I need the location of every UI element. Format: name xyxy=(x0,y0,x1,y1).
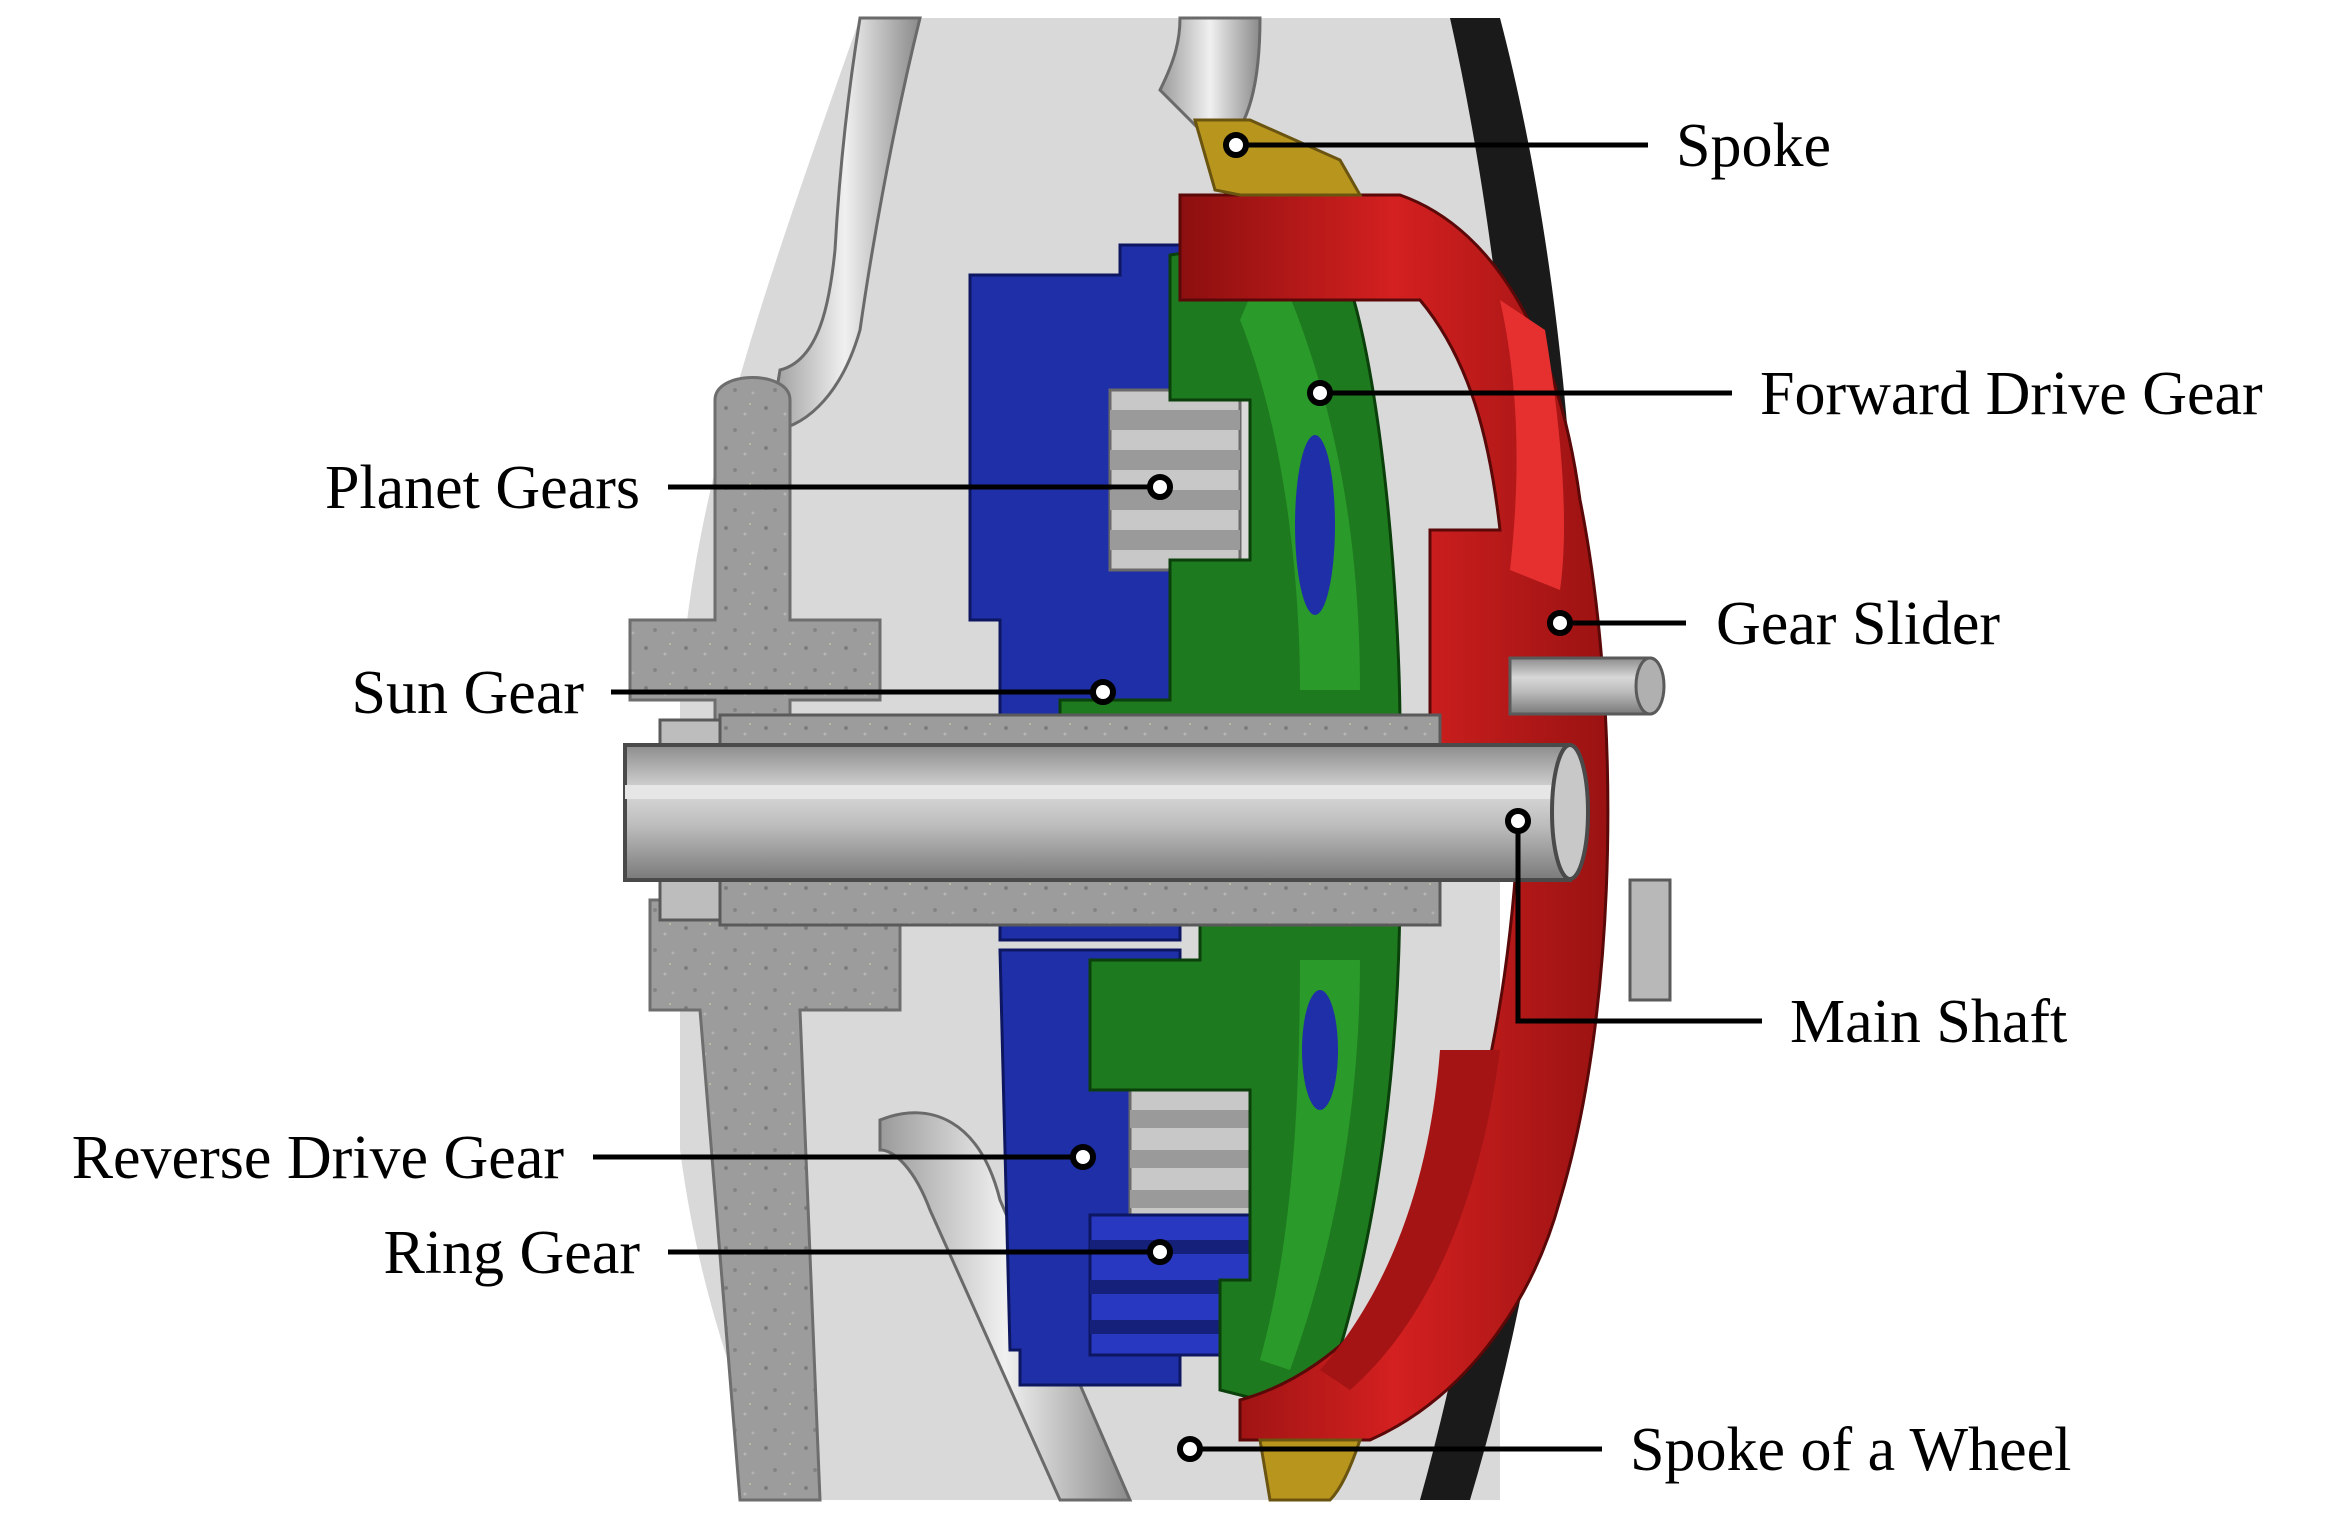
gold-spoke-bottom xyxy=(1258,1438,1363,1502)
slider-pin xyxy=(1508,656,1666,716)
label-ring-gear: Ring Gear xyxy=(383,1219,640,1287)
marker-dot xyxy=(1505,808,1531,834)
marker-dot xyxy=(1147,474,1173,500)
callout-sun-gear xyxy=(611,679,1116,705)
marker-dot xyxy=(1547,610,1573,636)
mechanism-picture xyxy=(623,16,1672,1502)
gear-window-upper xyxy=(1295,435,1335,615)
callout-main-shaft xyxy=(1505,808,1762,1024)
callout-reverse-drive-gear xyxy=(593,1144,1096,1170)
marker-dot xyxy=(1070,1144,1096,1170)
planet-gears-upper xyxy=(1108,388,1242,572)
callout-spoke xyxy=(1223,132,1648,158)
label-sun-gear: Sun Gear xyxy=(352,659,585,727)
gear-slider-lower-inner xyxy=(1320,1050,1500,1390)
marker-dot xyxy=(1307,380,1333,406)
planet-gears-lower xyxy=(1128,1088,1252,1222)
main-shaft xyxy=(623,743,1590,882)
gear-window-lower xyxy=(1302,990,1338,1110)
hub-ring-left-lower xyxy=(658,878,722,922)
callout-planet-gears xyxy=(668,474,1173,500)
callout-gear-slider xyxy=(1547,610,1686,636)
label-reverse-drive-gear: Reverse Drive Gear xyxy=(72,1124,565,1192)
callout-ring-gear xyxy=(668,1239,1173,1265)
marker-dot xyxy=(1147,1239,1173,1265)
label-forward-drive-gear: Forward Drive Gear xyxy=(1760,360,2263,428)
marker-dot xyxy=(1090,679,1116,705)
gear-slider-inner xyxy=(1500,300,1565,590)
callout-forward-drive-gear xyxy=(1307,380,1732,406)
label-planet-gears: Planet Gears xyxy=(325,454,640,522)
label-spoke-of-a-wheel: Spoke of a Wheel xyxy=(1630,1416,2071,1484)
marker-dot xyxy=(1223,132,1249,158)
slider-stub xyxy=(1628,878,1672,1002)
label-main-shaft: Main Shaft xyxy=(1790,988,2067,1056)
callout-spoke-of-a-wheel xyxy=(1177,1436,1602,1462)
marker-dot xyxy=(1177,1436,1203,1462)
label-spoke: Spoke xyxy=(1676,112,1831,180)
label-gear-slider: Gear Slider xyxy=(1716,590,2000,658)
